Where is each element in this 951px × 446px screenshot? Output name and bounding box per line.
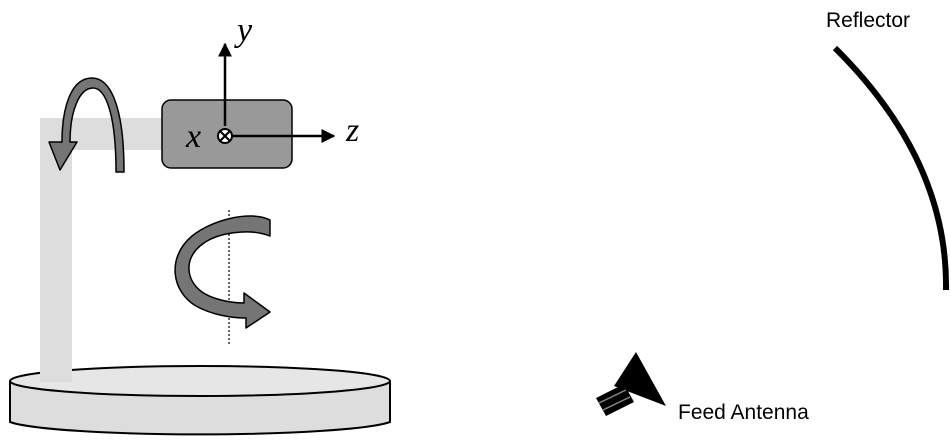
turntable-base <box>9 365 391 436</box>
x-axis-label: x <box>186 118 202 155</box>
reflector-label: Reflector <box>826 9 911 32</box>
feed-antenna-icon <box>596 352 666 416</box>
azimuth-rotation-arrow <box>174 215 271 329</box>
reflector <box>832 45 950 291</box>
y-axis-label: y <box>237 12 253 49</box>
feed-antenna-label: Feed Antenna <box>678 401 809 424</box>
support-post <box>40 150 72 382</box>
z-axis-label: z <box>346 112 360 149</box>
roll-rotation-arrow <box>48 77 125 173</box>
x-axis-into-page-icon <box>217 128 233 144</box>
